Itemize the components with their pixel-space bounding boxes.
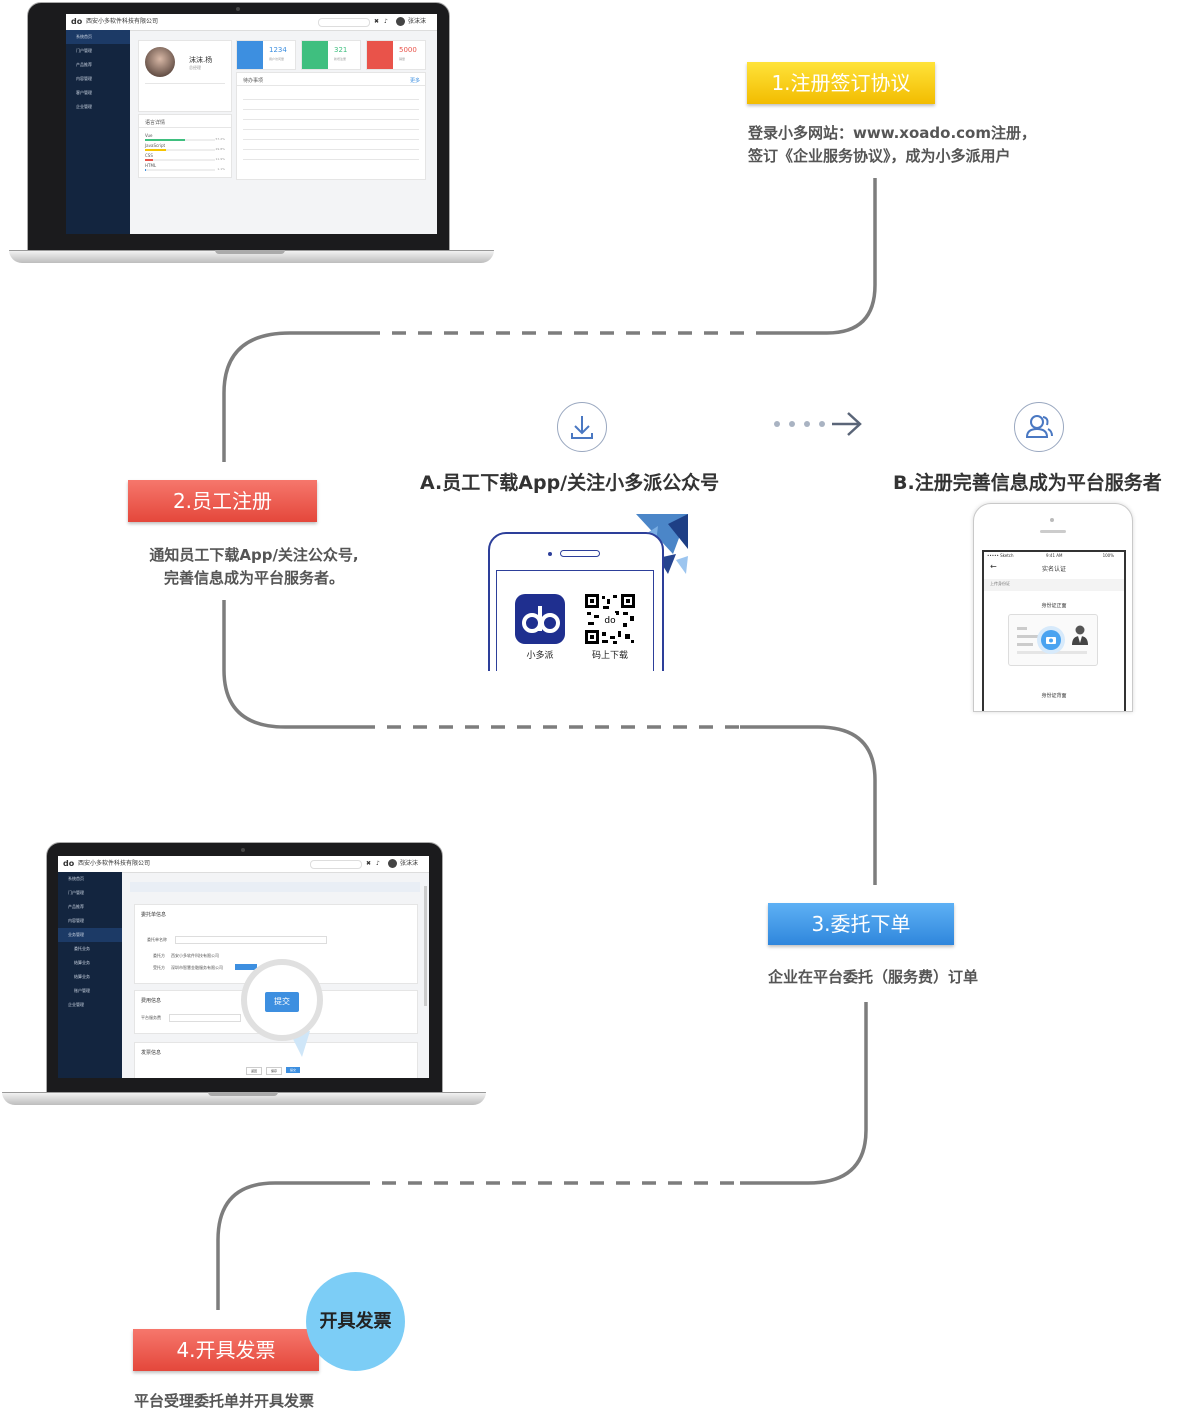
sidebar: 系统首页 门户管理 产品推荐 内容管理 业务管理 委托业务 结算业务 结算业务 … xyxy=(58,872,122,1078)
app-download-phone: 小多派 do 码上下载 xyxy=(488,514,688,671)
skill-name: Vue xyxy=(145,133,153,138)
step-3-description: 企业在平台委托（服务费）订单 xyxy=(768,968,979,986)
eye-icon xyxy=(237,41,263,69)
skill-name: HTML xyxy=(145,163,157,168)
breadcrumb xyxy=(130,882,420,892)
step-3-badge: 3.委托下单 xyxy=(768,903,954,945)
skill-bar xyxy=(145,169,146,171)
skill-bar-track xyxy=(145,159,215,161)
stat-tile: 1234 用户访问量 xyxy=(236,40,296,70)
skill-percent: 1.1% xyxy=(217,167,225,171)
bag-icon xyxy=(367,41,393,69)
search-input[interactable] xyxy=(318,18,370,27)
qr-label: 码上下载 xyxy=(591,651,628,661)
skill-bar-track xyxy=(145,149,215,151)
skill-bar-track xyxy=(145,139,215,141)
save-button[interactable]: 保存 xyxy=(266,1067,282,1075)
fee-input[interactable] xyxy=(169,1014,241,1022)
qr-code-icon: do xyxy=(585,594,635,644)
invoice-bubble: 开具发票 xyxy=(306,1272,405,1371)
profile-photo xyxy=(145,47,175,77)
mail-icon xyxy=(302,41,328,69)
scrollbar[interactable] xyxy=(424,886,427,1006)
step-1-description: 登录小多网站：www.xoado.com注册， 签订《企业服务协议》，成为小多派… xyxy=(748,124,1036,165)
skill-bar xyxy=(145,139,185,141)
skill-bar xyxy=(145,159,154,161)
avatar[interactable] xyxy=(396,17,405,26)
step-4-badge: 4.开具发票 xyxy=(133,1329,319,1371)
stat-label: 用户访问量 xyxy=(269,57,285,61)
fullscreen-icon[interactable]: ✖ xyxy=(374,18,380,25)
svg-text:do: do xyxy=(604,616,616,626)
sidebar: 系统首页 门户管理 产品推荐 内容管理 客户管理 企业管理 xyxy=(66,30,130,234)
order-name-input[interactable] xyxy=(175,936,327,944)
search-input[interactable] xyxy=(310,860,362,869)
verify-title: 实名认证 xyxy=(1041,566,1066,573)
back-arrow-icon[interactable]: ← xyxy=(990,562,997,571)
stat-value: 1234 xyxy=(269,46,287,54)
stat-label: 新增注册 xyxy=(334,57,347,61)
stat-label: 销量 xyxy=(399,57,406,61)
app-logo-icon xyxy=(515,594,565,644)
stat-tile: 321 新增注册 xyxy=(301,40,361,70)
avatar[interactable] xyxy=(388,859,397,868)
submit-button[interactable]: 提交 xyxy=(265,992,299,1012)
stat-value: 321 xyxy=(334,46,348,54)
app-name: 小多派 xyxy=(526,651,554,661)
user-group-icon xyxy=(1014,402,1064,452)
stat-value: 5000 xyxy=(399,46,417,54)
download-icon xyxy=(557,402,607,452)
bell-icon[interactable]: ♪ xyxy=(376,860,380,867)
dashboard-screen: do 西安小多软件科技有限公司 ✖ ♪ 张沫沫 系统首页 门户管理 产品推荐 内… xyxy=(66,14,437,234)
id-back-label: 身份证背面 xyxy=(1041,693,1067,699)
verify-phone: ••••• Sketch 9:41 AM 100% ← 实名认证 上传身份证 身… xyxy=(973,503,1133,712)
step-1-badge: 1.注册签订协议 xyxy=(747,62,935,104)
fullscreen-icon[interactable]: ✖ xyxy=(366,860,372,867)
substep-b-title: B.注册完善信息成为平台服务者 xyxy=(893,472,1162,494)
camera-icon[interactable] xyxy=(1041,630,1061,650)
portrait-icon xyxy=(1071,623,1089,651)
skill-percent: 11.9% xyxy=(215,157,225,161)
skill-bar-track xyxy=(145,169,215,171)
submit-small-button[interactable]: 提交 xyxy=(286,1067,300,1073)
bell-icon[interactable]: ♪ xyxy=(384,18,388,25)
logo-icon: do xyxy=(63,859,75,868)
step-4-description: 平台受理委托单并开具发票 xyxy=(134,1392,315,1410)
id-front-upload[interactable] xyxy=(1008,614,1098,666)
logo-icon: do xyxy=(71,17,83,26)
step-2-badge: 2.员工注册 xyxy=(128,480,317,522)
step-2-description: 通知员工下载App/关注公众号, 完善信息成为平台服务者。 xyxy=(149,546,359,587)
skill-percent: 29.8% xyxy=(215,147,225,151)
substep-a-title: A.员工下载App/关注小多派公众号 xyxy=(420,472,720,494)
skill-name: JavaScript xyxy=(145,143,166,148)
back-button[interactable]: 返回 xyxy=(246,1067,262,1075)
skill-bar xyxy=(145,149,166,151)
todo-card: 待办事项 更多 xyxy=(236,72,426,180)
phone-camera xyxy=(548,552,552,556)
skill-name: CSS xyxy=(145,153,153,158)
change-receiver-button[interactable] xyxy=(235,964,257,970)
id-front-label: 身份证正面 xyxy=(1041,603,1067,609)
stat-tile: 5000 销量 xyxy=(366,40,426,70)
profile-card: 沫沫.杨 总经理 xyxy=(138,40,232,112)
phone-speaker xyxy=(560,550,600,557)
upload-hint: 上传身份证 xyxy=(990,581,1010,586)
skill-percent: 57.2% xyxy=(215,137,225,141)
